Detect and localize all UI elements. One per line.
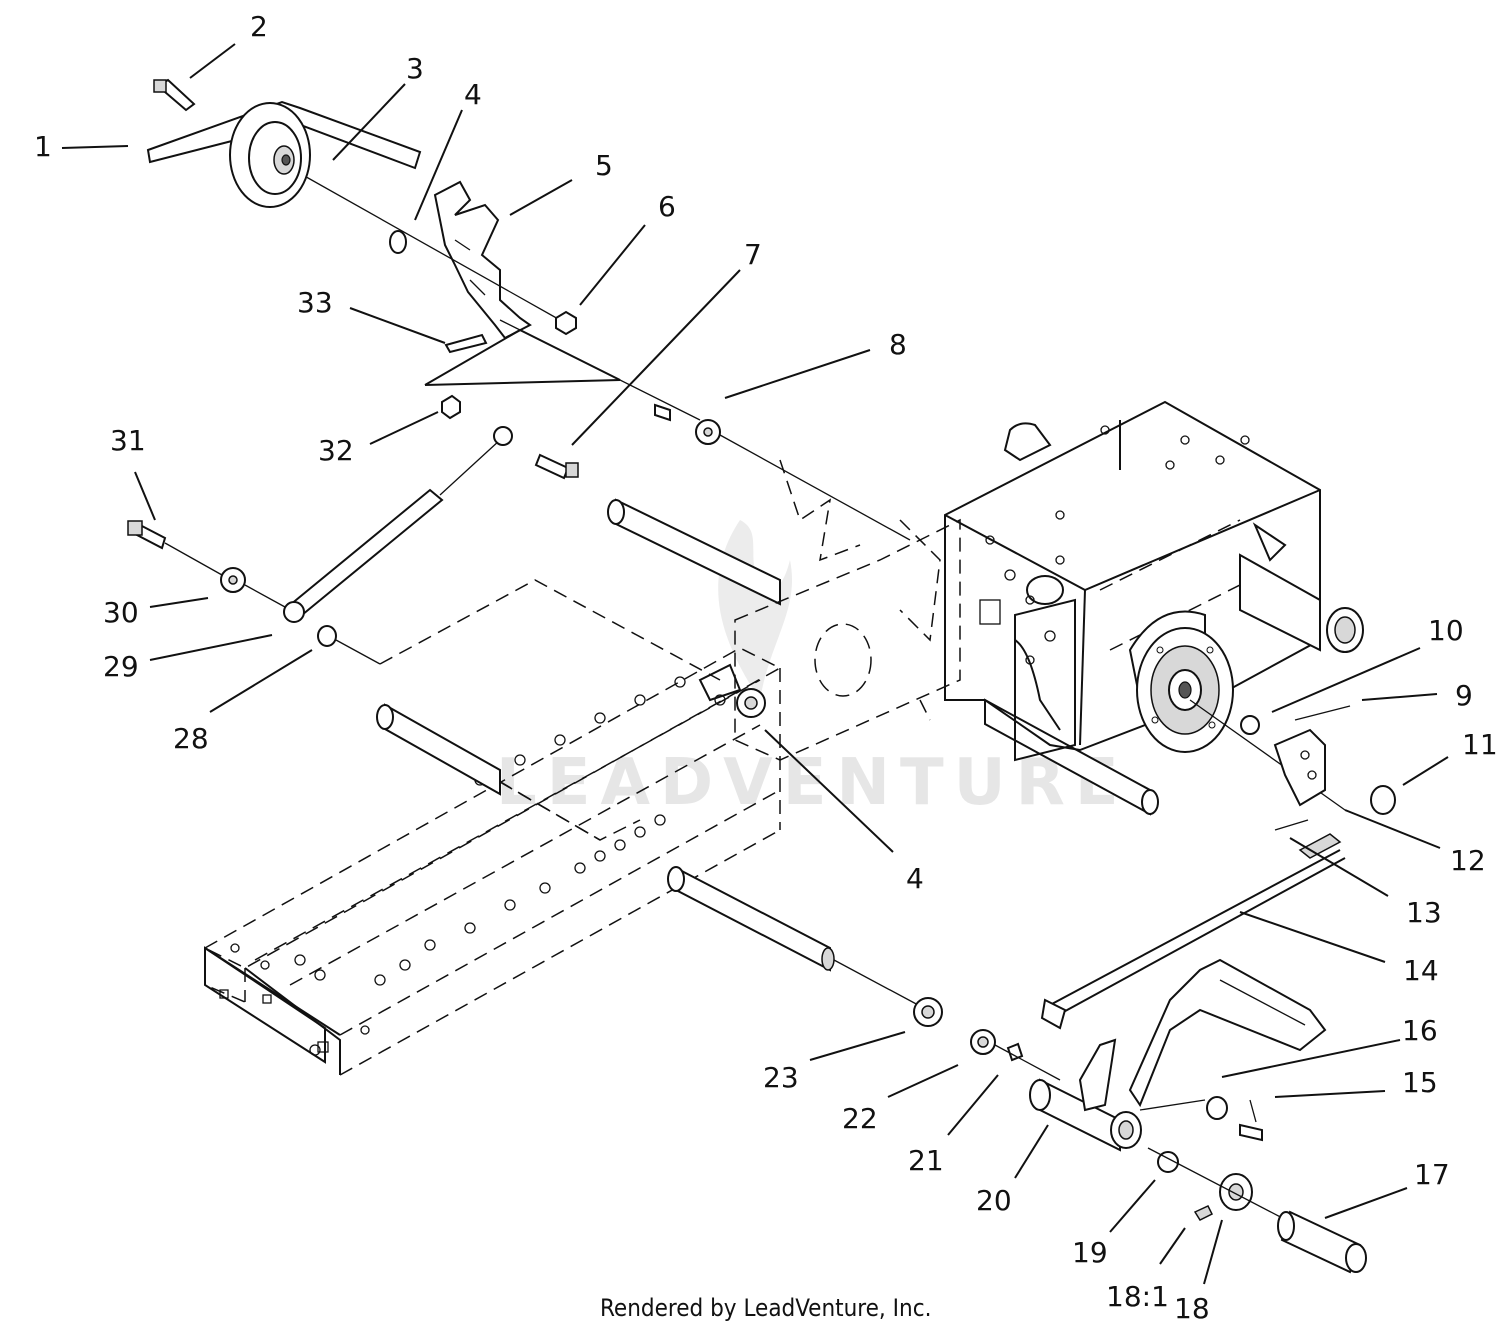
callout-9: 9 [1455,679,1473,712]
callout-18-1: 18:1 [1106,1280,1169,1313]
callout-15: 15 [1402,1066,1438,1099]
callout-3: 3 [406,52,424,85]
callout-13: 13 [1406,896,1442,929]
callout-4-top: 4 [464,78,482,111]
chassis-frame [203,647,782,1076]
callout-31: 31 [110,424,146,457]
callout-10: 10 [1428,614,1464,647]
render-credit: Rendered by LeadVenture, Inc. [600,1294,931,1322]
callout-1: 1 [34,130,52,163]
callout-5: 5 [595,149,613,182]
callout-7: 7 [744,238,762,271]
callout-labels: 1 2 3 4 5 6 7 33 8 31 32 30 29 28 4 10 9… [34,10,1498,1325]
pedal-assembly [913,958,1367,1274]
callout-30: 30 [103,596,139,629]
callout-2: 2 [250,10,268,43]
idler-bracket [284,164,911,541]
callout-33: 33 [297,286,333,319]
hardware [127,78,1396,1030]
callout-29: 29 [103,650,139,683]
callout-8: 8 [889,328,907,361]
callout-6: 6 [658,190,676,223]
callout-17: 17 [1414,1158,1450,1191]
callout-20: 20 [976,1184,1012,1217]
callout-16: 16 [1402,1014,1438,1047]
brake-drum [1128,610,1346,811]
frame-bracket [698,459,961,761]
callout-19: 19 [1072,1236,1108,1269]
callout-22: 22 [842,1102,878,1135]
callout-28: 28 [173,722,209,755]
belt-pulley [146,100,422,208]
callout-4-mid: 4 [906,862,924,895]
callout-21: 21 [908,1144,944,1177]
callout-23: 23 [763,1061,799,1094]
callout-12: 12 [1450,844,1486,877]
callout-32: 32 [318,434,354,467]
callout-18: 18 [1174,1292,1210,1325]
leader-lines [61,43,1449,1285]
callout-14: 14 [1403,954,1439,987]
callout-11: 11 [1462,728,1498,761]
watermark-text: LEADVENTURE [496,746,1129,820]
